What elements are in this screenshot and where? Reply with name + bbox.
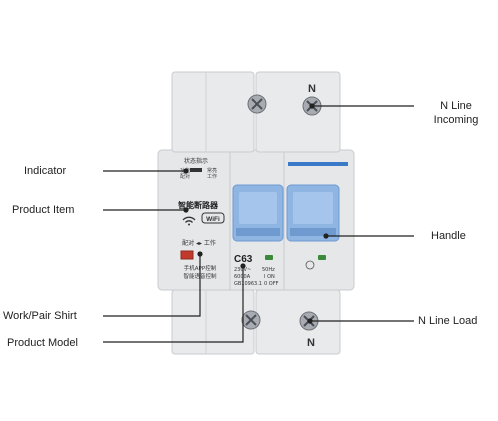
wifi-icon	[182, 216, 196, 226]
callout-indicator: Indicator	[24, 165, 67, 177]
screw-bottom-left-icon	[241, 310, 261, 330]
status-right-label: 常亮工作	[207, 167, 217, 180]
green-led-right	[318, 255, 326, 260]
spec-off: 0 OFF	[264, 281, 279, 287]
wifi-badge	[201, 212, 225, 224]
green-led	[265, 255, 273, 260]
handle-left[interactable]	[232, 184, 284, 242]
spec-on: I ON	[264, 274, 275, 280]
model-label: C63	[234, 254, 253, 265]
leader-lines	[103, 103, 414, 343]
callout-n-line-load: N Line Load	[418, 315, 478, 327]
wifi-badge-text: WiFi	[206, 216, 220, 223]
cert-icon	[305, 260, 315, 270]
callout-handle: Handle	[431, 230, 466, 242]
product-name: 智能断路器	[178, 200, 219, 210]
spec-freq: 50Hz	[262, 267, 275, 273]
terminal-label-bottom: N	[307, 337, 315, 349]
spec-capacity: 6000A	[234, 274, 251, 280]
pair-work-label: 配对 ◂▸ 工作	[182, 239, 216, 247]
callout-n-line-incoming: N Line Incoming	[433, 100, 479, 126]
terminal-label-top: N	[308, 83, 316, 95]
indicator-led	[190, 168, 202, 172]
blue-stripe	[288, 162, 348, 166]
status-title: 状态指示	[184, 157, 208, 165]
handle-right[interactable]	[286, 184, 340, 242]
callout-product-item: Product Item	[12, 204, 75, 216]
spec-standard: GB10963.1	[234, 281, 262, 287]
pair-switch[interactable]	[180, 250, 194, 260]
callout-work-pair-switch: Work/Pair Shirt	[3, 310, 77, 322]
screw-top-left-icon	[247, 94, 267, 114]
callout-product-model: Product Model	[7, 337, 78, 349]
